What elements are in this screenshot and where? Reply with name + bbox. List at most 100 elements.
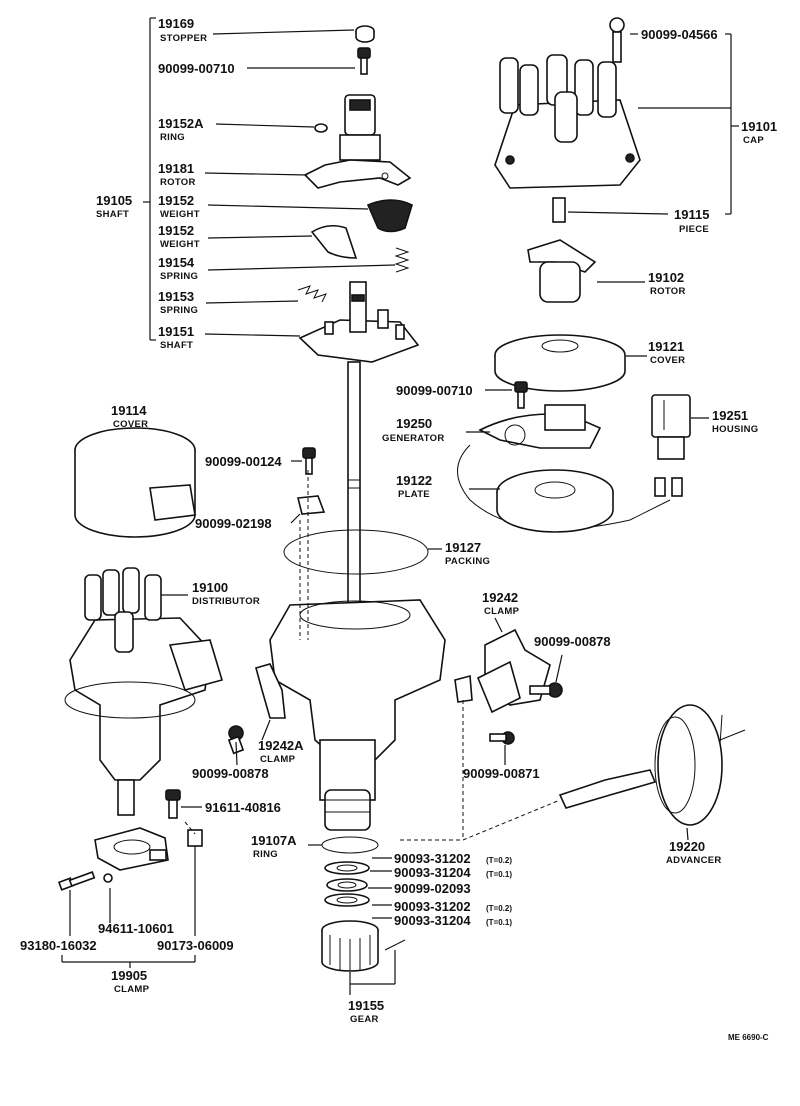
rotor-19102-part (527, 239, 597, 303)
washer-stack-part (324, 861, 370, 907)
label-19114-num: 19114 (111, 403, 147, 418)
ring-19107a-part (321, 836, 379, 854)
label-19242-name: CLAMP (484, 606, 520, 617)
label-19169-name: STOPPER (160, 33, 207, 44)
label-31202b-num: 90093-31202 (394, 899, 471, 914)
distributor-19100-part (64, 567, 224, 816)
label-19100-num: 19100 (192, 580, 228, 595)
label-19127-name: PACKING (445, 556, 490, 567)
label-19154-num: 19154 (158, 255, 195, 270)
label-19121-num: 19121 (648, 339, 684, 354)
label-19107a-num: 19107A (251, 833, 297, 848)
label-40816-num: 91611-40816 (205, 800, 281, 815)
label-31204b-num: 90093-31204 (394, 913, 471, 928)
label-19122-name: PLATE (398, 489, 430, 500)
label-00878a-num: 90099-00878 (534, 634, 611, 649)
spring-19153-part (297, 285, 327, 303)
label-31204a-note: (T=0.1) (486, 870, 512, 879)
advancer-19220-part (558, 704, 746, 826)
label-19122-num: 19122 (396, 473, 432, 488)
screw-04566-part (609, 17, 625, 63)
label-19155-name: GEAR (350, 1014, 379, 1025)
label-19100-name: DISTRIBUTOR (192, 596, 260, 607)
label-31202a-note: (T=0.2) (486, 856, 512, 865)
plate-19122-part (496, 469, 683, 533)
screw-00710-part (357, 47, 371, 75)
label-19127-num: 19127 (445, 540, 481, 555)
distributor-housing-part (269, 599, 446, 831)
label-19102-name: ROTOR (650, 286, 686, 297)
label-19152a-num: 19152A (158, 116, 204, 131)
label-19105-name: SHAFT (96, 209, 129, 220)
label-19152w2-num: 19152 (158, 223, 194, 238)
label-02093-num: 90099-02093 (394, 881, 471, 896)
label-19250-name: GENERATOR (382, 433, 445, 444)
ring-19152a-part (314, 123, 328, 133)
housing-19251-part (651, 394, 691, 460)
part-labels: 19169 STOPPER 90099-00710 19152A RING 19… (20, 16, 777, 1042)
label-00871-num: 90099-00871 (463, 766, 540, 781)
cover-19121-part (494, 334, 626, 392)
label-19251-num: 19251 (712, 408, 748, 423)
label-19153-name: SPRING (160, 305, 198, 316)
screw-00124-part (302, 447, 316, 475)
label-31202b-note: (T=0.2) (486, 904, 512, 913)
label-19181-num: 19181 (158, 161, 194, 176)
label-31204b-note: (T=0.1) (486, 918, 512, 927)
piece-19115-part (552, 197, 566, 223)
screw-00710-right-part (514, 381, 528, 409)
label-19101-num: 19101 (741, 119, 777, 134)
label-19169-num: 19169 (158, 16, 194, 31)
label-00124-num: 90099-00124 (205, 454, 282, 469)
stopper-19169-part (355, 25, 375, 43)
label-19242a-num: 19242A (258, 738, 304, 753)
label-19152w1-name: WEIGHT (160, 209, 200, 220)
weight-19152-lower-part (310, 224, 358, 259)
shaft-19151-part (298, 281, 420, 363)
clamp-19905-part (57, 827, 203, 891)
screw-00878-right-part (529, 682, 563, 698)
main-shaft-part (347, 361, 361, 633)
label-19102-num: 19102 (648, 270, 684, 285)
label-19154-name: SPRING (160, 271, 198, 282)
label-19242a-name: CLAMP (260, 754, 296, 765)
label-00878b-num: 90099-00878 (192, 766, 269, 781)
label-19115-name: PIECE (679, 224, 709, 235)
label-00710b-num: 90099-00710 (396, 383, 473, 398)
label-19155-num: 19155 (348, 998, 384, 1013)
label-19115-num: 19115 (674, 207, 709, 222)
label-19152w2-name: WEIGHT (160, 239, 200, 250)
label-19905-name: CLAMP (114, 984, 150, 995)
label-19114-name: COVER (113, 419, 148, 430)
label-04566-num: 90099-04566 (641, 27, 718, 42)
gear-19155-part (321, 920, 406, 972)
label-19152w1-num: 19152 (158, 193, 194, 208)
label-19220-name: ADVANCER (666, 855, 722, 866)
label-19107a-name: RING (253, 849, 278, 860)
reference-code: ME 6690-C (728, 1033, 769, 1042)
label-19153-num: 19153 (158, 289, 194, 304)
clamp-19242a-part (255, 663, 286, 719)
label-10601-num: 94611-10601 (98, 921, 174, 936)
cap-19101-part (494, 54, 641, 189)
label-19250-num: 19250 (396, 416, 432, 431)
label-19152a-name: RING (160, 132, 185, 143)
label-19151-name: SHAFT (160, 340, 193, 351)
label-19151-num: 19151 (158, 324, 194, 339)
label-00710a-num: 90099-00710 (158, 61, 235, 76)
packing-19127-part (283, 529, 429, 575)
leader-lines (61, 17, 739, 995)
label-19251-name: HOUSING (712, 424, 758, 435)
label-16032-num: 93180-16032 (20, 938, 97, 953)
weight-19152-upper-part (366, 199, 413, 233)
label-19905-num: 19905 (111, 968, 147, 983)
cover-19114-part (74, 427, 196, 538)
label-19242-num: 19242 (482, 590, 518, 605)
label-19181-name: ROTOR (160, 177, 196, 188)
label-19105-num: 19105 (96, 193, 132, 208)
bolt-40816-part (165, 789, 181, 819)
rotor-19181-part (303, 94, 412, 189)
label-19101-name: CAP (743, 135, 764, 146)
label-31204a-num: 90093-31204 (394, 865, 471, 880)
label-06009-num: 90173-06009 (157, 938, 234, 953)
